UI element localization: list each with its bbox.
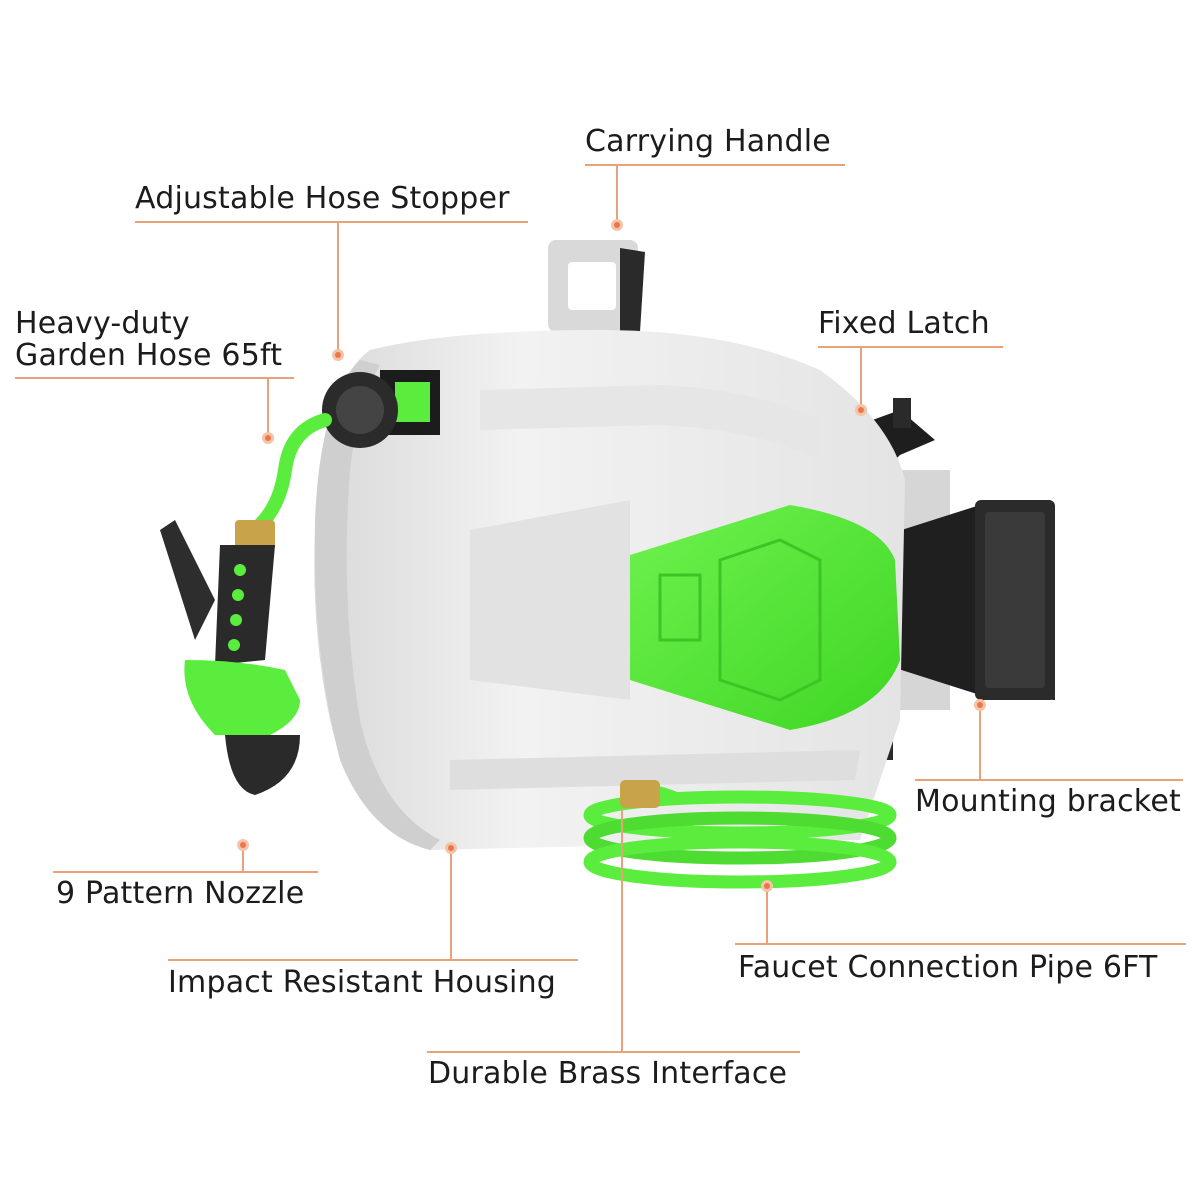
leader-lines: [15, 164, 1186, 1053]
leader-dots: [237, 219, 986, 892]
garden-hose-shape: [253, 413, 332, 532]
label-durable-brass-interface: Durable Brass Interface: [428, 1056, 788, 1091]
mounting-bracket-shape: [870, 470, 1055, 710]
brass-connector-shape: [620, 780, 660, 808]
reel-housing-shape: [314, 330, 905, 850]
label-heavy-duty-hose-line2: Garden Hose 65ft: [15, 338, 283, 373]
label-fixed-latch: Fixed Latch: [818, 306, 990, 341]
label-faucet-connection-pipe: Faucet Connection Pipe 6FT: [738, 950, 1158, 985]
label-heavy-duty-hose-line1: Heavy-duty: [15, 306, 190, 341]
label-impact-resistant-housing: Impact Resistant Housing: [168, 965, 557, 1000]
label-pattern-nozzle: 9 Pattern Nozzle: [56, 876, 305, 911]
label-adjustable-hose-stopper: Adjustable Hose Stopper: [135, 181, 510, 216]
label-heavy-duty-hose: Heavy-duty Garden Hose 65ft: [15, 308, 282, 372]
faucet-pipe-shape: [583, 780, 897, 889]
label-mounting-bracket: Mounting bracket: [915, 784, 1181, 819]
hose-stopper-shape: [322, 372, 398, 448]
label-carrying-handle: Carrying Handle: [585, 124, 831, 159]
carrying-handle-shape: [548, 240, 645, 332]
spray-nozzle-shape: [160, 520, 300, 795]
